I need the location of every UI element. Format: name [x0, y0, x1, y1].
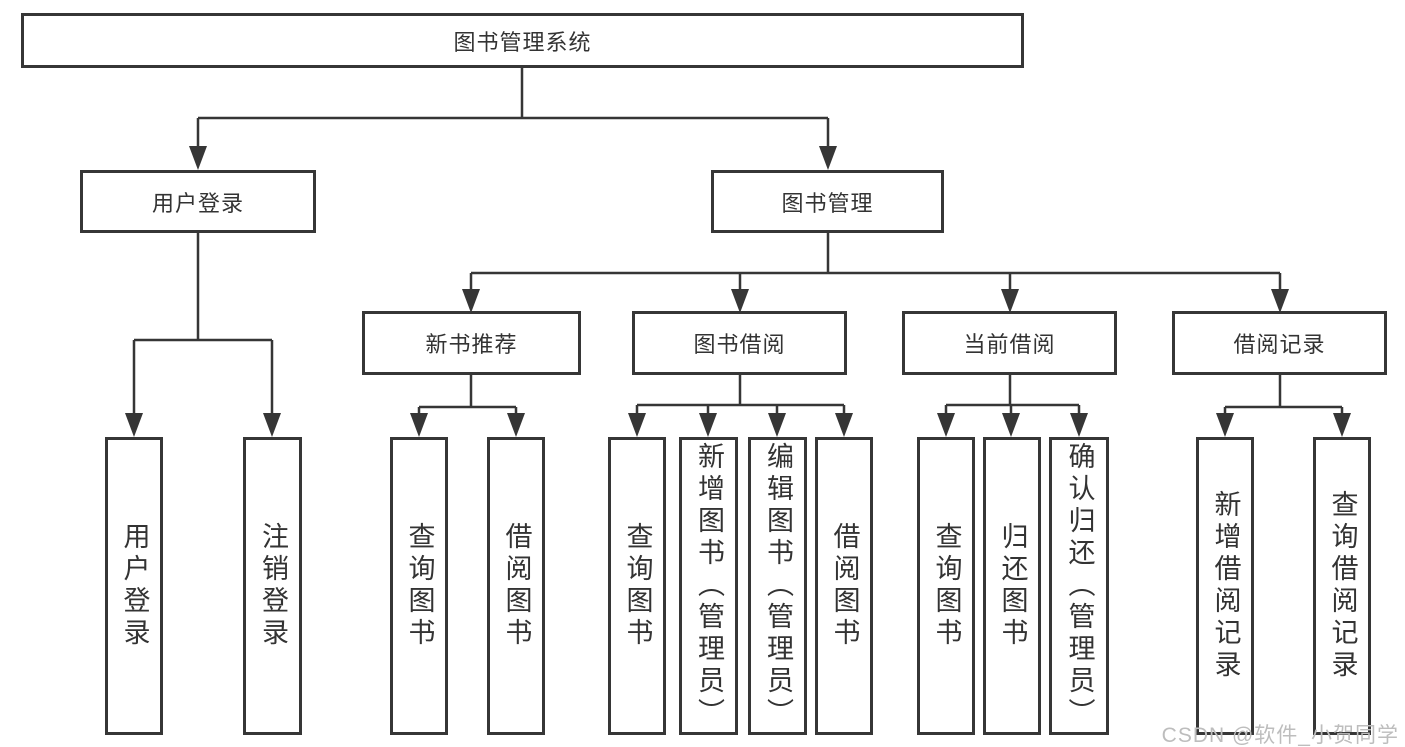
arrow-icon — [462, 289, 480, 313]
node-leaf-current-confirm-label: 确认归还（管理员） — [1064, 442, 1095, 730]
node-user-login: 用户登录 — [80, 170, 316, 233]
node-leaf-bookborrow-query-label: 查询图书 — [622, 522, 653, 650]
node-leaf-current-query: 查询图书 — [917, 437, 975, 735]
node-leaf-user-login: 用户登录 — [105, 437, 163, 735]
node-leaf-newbooks-query: 查询图书 — [390, 437, 448, 735]
node-leaf-current-return-label: 归还图书 — [997, 522, 1028, 650]
node-leaf-logout-label: 注销登录 — [258, 522, 288, 650]
node-leaf-logout: 注销登录 — [243, 437, 302, 735]
node-leaf-newbooks-query-label: 查询图书 — [404, 522, 435, 650]
arrow-icon — [1070, 413, 1088, 437]
node-leaf-records-query-label: 查询借阅记录 — [1327, 490, 1358, 682]
node-leaf-bookborrow-borrow: 借阅图书 — [815, 437, 873, 735]
arrowheads — [125, 146, 1351, 437]
node-book-management: 图书管理 — [711, 170, 944, 233]
arrow-icon — [1001, 289, 1019, 313]
node-leaf-newbooks-borrow: 借阅图书 — [487, 437, 545, 735]
node-leaf-bookborrow-query: 查询图书 — [608, 437, 666, 735]
arrow-icon — [699, 413, 717, 437]
node-leaf-newbooks-borrow-label: 借阅图书 — [501, 522, 532, 650]
arrow-icon — [1216, 413, 1234, 437]
arrow-icon — [768, 413, 786, 437]
arrow-icon — [937, 413, 955, 437]
arrow-icon — [189, 146, 207, 170]
node-leaf-current-confirm: 确认归还（管理员） — [1049, 437, 1109, 735]
node-leaf-bookborrow-add: 新增图书（管理员） — [679, 437, 738, 735]
node-leaf-bookborrow-edit-label: 编辑图书（管理员） — [763, 442, 793, 730]
arrow-icon — [731, 289, 749, 313]
node-library-system: 图书管理系统 — [21, 13, 1024, 68]
csdn-watermark: CSDN @软件_小贺同学 — [1161, 724, 1399, 747]
arrow-icon — [1271, 289, 1289, 313]
node-borrow-records: 借阅记录 — [1172, 311, 1387, 375]
arrow-icon — [125, 413, 143, 437]
arrow-icon — [507, 413, 525, 437]
tree-edges — [132, 68, 1344, 416]
node-leaf-records-add: 新增借阅记录 — [1196, 437, 1254, 735]
node-leaf-current-return: 归还图书 — [983, 437, 1041, 735]
node-book-borrow: 图书借阅 — [632, 311, 847, 375]
node-new-book-recommend: 新书推荐 — [362, 311, 581, 375]
node-leaf-bookborrow-borrow-label: 借阅图书 — [829, 522, 860, 650]
arrow-icon — [410, 413, 428, 437]
node-leaf-user-login-label: 用户登录 — [119, 522, 150, 650]
node-leaf-bookborrow-add-label: 新增图书（管理员） — [694, 442, 724, 730]
node-leaf-bookborrow-edit: 编辑图书（管理员） — [748, 437, 807, 735]
arrow-icon — [1002, 413, 1020, 437]
arrow-icon — [263, 413, 281, 437]
node-current-borrow: 当前借阅 — [902, 311, 1117, 375]
node-leaf-records-add-label: 新增借阅记录 — [1210, 490, 1241, 682]
arrow-icon — [819, 146, 837, 170]
node-leaf-records-query: 查询借阅记录 — [1313, 437, 1371, 735]
arrow-icon — [835, 413, 853, 437]
arrow-icon — [628, 413, 646, 437]
arrow-icon — [1333, 413, 1351, 437]
node-leaf-current-query-label: 查询图书 — [931, 522, 962, 650]
